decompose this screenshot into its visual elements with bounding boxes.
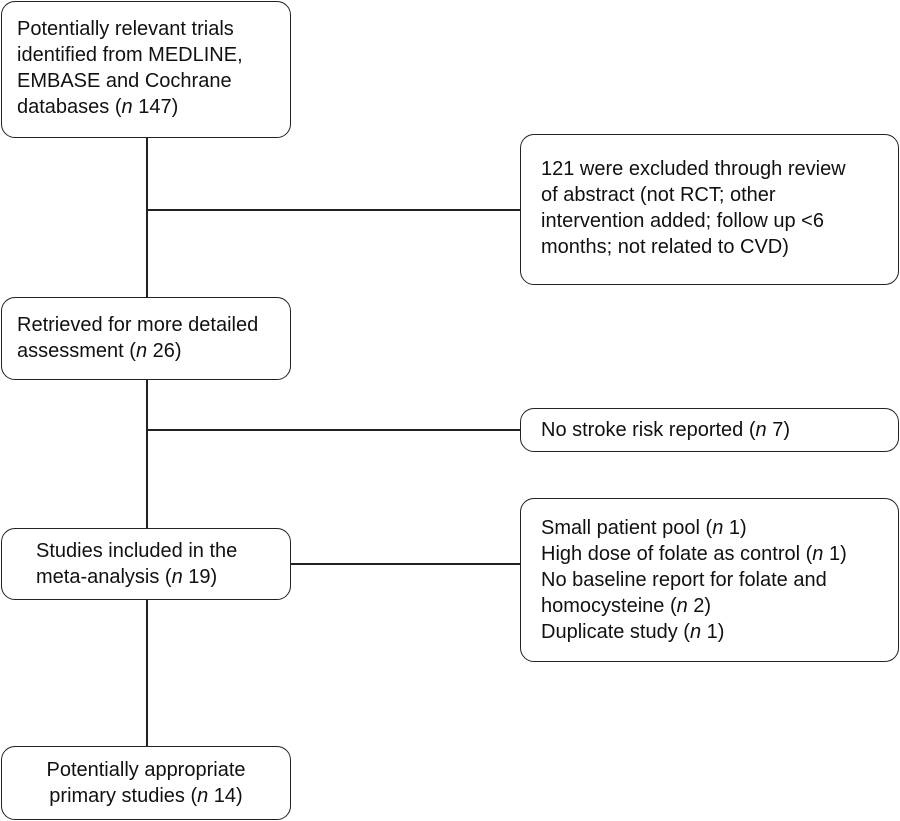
line-prefix: primary studies ( [49, 785, 198, 807]
box-line: of abstract (not RCT; other [541, 184, 776, 206]
box-excluded-abstract: 121 were excluded through review of abst… [520, 134, 899, 285]
n-symbol: n [197, 785, 209, 807]
box-identified-trials: Potentially relevant trials identified f… [1, 1, 291, 138]
box-line: Retrieved for more detailed [17, 314, 259, 336]
box-line: Duplicate study (n 1) [541, 619, 898, 645]
line-count: 1) [701, 621, 725, 643]
box-line: No stroke risk reported (n 7) [541, 417, 898, 443]
box-line: Small patient pool (n 1) [541, 515, 898, 541]
n-symbol: n [676, 595, 688, 617]
line-prefix: High dose of folate as control ( [541, 543, 813, 565]
line-prefix: meta-analysis ( [36, 566, 172, 588]
n-symbol: n [755, 419, 767, 441]
box-line: Studies included in the [36, 540, 238, 562]
box-line: High dose of folate as control (n 1) [541, 541, 898, 567]
box-retrieved-assessment: Retrieved for more detailed assessment (… [1, 297, 291, 380]
box-line: homocysteine (n 2) [541, 593, 898, 619]
connector-to-excluded-reasons [290, 563, 521, 565]
n-symbol: n [812, 543, 824, 565]
line-count: 1) [723, 517, 747, 539]
line-count: 14) [208, 785, 243, 807]
box-excluded-reasons: Small patient pool (n 1) High dose of fo… [520, 498, 899, 662]
box-no-stroke-risk: No stroke risk reported (n 7) [520, 408, 899, 452]
n-symbol: n [171, 566, 183, 588]
n-symbol: n [712, 517, 724, 539]
box-line: No baseline report for folate and [541, 569, 827, 591]
box-line: meta-analysis (n 19) [36, 564, 290, 590]
box-line: identified from MEDLINE, [17, 44, 243, 66]
line-prefix: Small patient pool ( [541, 517, 713, 539]
box-line: assessment (n 26) [17, 338, 290, 364]
n-symbol: n [135, 340, 148, 362]
connector-vertical-included [146, 599, 148, 747]
box-line: months; not related to CVD) [541, 236, 789, 258]
line-count: 2) [687, 595, 712, 617]
line-count: 26) [147, 340, 182, 362]
line-prefix: homocysteine ( [541, 595, 677, 617]
line-count: 147) [132, 96, 179, 118]
box-line: databases (n 147) [17, 94, 290, 120]
line-prefix: No stroke risk reported ( [541, 419, 756, 441]
n-symbol: n [689, 621, 702, 643]
box-line: EMBASE and Cochrane [17, 70, 232, 92]
connector-vertical-main [146, 137, 148, 297]
connector-to-excluded-abstract [146, 209, 521, 211]
line-count: 1) [823, 543, 847, 565]
n-symbol: n [121, 96, 133, 118]
line-count: 19) [182, 566, 218, 588]
line-prefix: databases ( [17, 96, 122, 118]
box-appropriate-primary-studies: Potentially appropriate primary studies … [1, 746, 291, 820]
box-line: 121 were excluded through review [541, 158, 846, 180]
line-count: 7) [766, 419, 790, 441]
box-studies-included: Studies included in the meta-analysis (n… [1, 528, 291, 600]
box-line: primary studies (n 14) [2, 783, 290, 809]
line-prefix: assessment ( [17, 340, 136, 362]
box-line: Potentially appropriate [46, 759, 246, 781]
line-prefix: Duplicate study ( [541, 621, 690, 643]
connector-to-no-stroke [146, 429, 521, 431]
box-line: Potentially relevant trials [17, 18, 234, 40]
connector-vertical-retrieved [146, 379, 148, 529]
box-line: intervention added; follow up <6 [541, 210, 824, 232]
